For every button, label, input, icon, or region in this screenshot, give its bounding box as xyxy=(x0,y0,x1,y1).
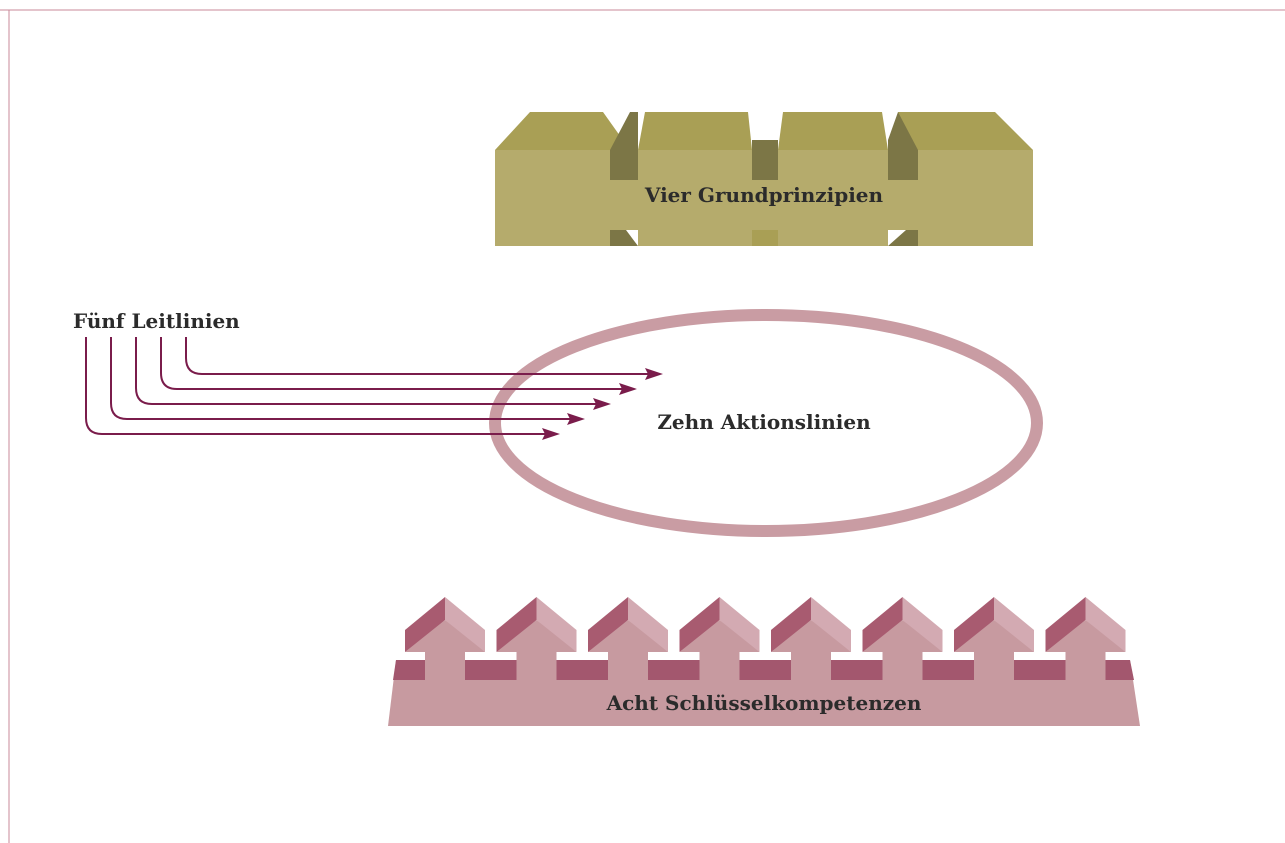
competence-arrows xyxy=(393,597,1134,700)
eight-competences: Acht Schlüsselkompetenzen xyxy=(388,597,1140,726)
arrowhead-5 xyxy=(645,368,663,380)
competence-arrow-4-head-left xyxy=(679,597,720,652)
guideline-arrow-3 xyxy=(135,337,596,405)
arrowhead-1 xyxy=(542,428,560,440)
label-vier-grundprinzipien: Vier Grundprinzipien xyxy=(644,183,884,207)
arrowhead-3 xyxy=(593,398,611,410)
competence-arrow-1-head-left xyxy=(405,597,445,652)
competence-arrow-1-head-front xyxy=(405,620,485,660)
competence-band-5 xyxy=(831,660,883,680)
competence-arrow-1-head-right xyxy=(445,597,485,652)
competence-band-2 xyxy=(556,660,608,680)
competence-band-7 xyxy=(1014,660,1066,680)
competence-arrow-2-head-left xyxy=(496,597,537,652)
guideline-arrow-5 xyxy=(185,337,648,375)
competence-arrow-7-stem xyxy=(974,650,1014,700)
notch-low-3 xyxy=(888,230,918,246)
competence-arrow-5-stem xyxy=(791,650,831,700)
competence-arrow-3-head-front xyxy=(588,620,668,660)
competence-band-6 xyxy=(922,660,974,680)
competence-arrow-8-stem xyxy=(1065,650,1106,700)
block-3-top xyxy=(778,112,888,150)
notch-1 xyxy=(610,112,638,180)
competence-arrow-7-head-left xyxy=(954,597,994,652)
arrowhead-2 xyxy=(567,413,585,425)
block-2-top xyxy=(638,112,752,150)
competence-arrow-2-head-front xyxy=(496,620,577,660)
competence-arrow-7-head-front xyxy=(954,620,1034,660)
blocks-front xyxy=(495,150,1033,246)
competence-arrow-6-stem xyxy=(882,650,923,700)
label-fuenf-leitlinien: Fünf Leitlinien xyxy=(73,309,240,333)
competence-arrow-4-head-front xyxy=(679,620,760,660)
notch-3 xyxy=(888,112,918,180)
competence-band-3 xyxy=(648,660,700,680)
competence-arrow-5-head-front xyxy=(771,620,851,660)
competence-arrow-6-head-front xyxy=(862,620,943,660)
competence-arrow-7-head-right xyxy=(994,597,1034,652)
guideline-arrow-1 xyxy=(85,337,545,435)
competence-arrow-5-head-right xyxy=(811,597,851,652)
action-lines-ring xyxy=(489,309,1043,537)
competence-arrow-2-head-right xyxy=(536,597,577,652)
competence-arrow-8-head-left xyxy=(1045,597,1086,652)
label-acht-schluesselkompetenzen: Acht Schlüsselkompetenzen xyxy=(606,691,922,715)
notch-2 xyxy=(752,140,778,180)
competence-arrow-6-head-right xyxy=(902,597,943,652)
notch-low-2 xyxy=(752,230,778,246)
notch-low-1 xyxy=(610,230,638,246)
competence-arrow-8-head-right xyxy=(1085,597,1126,652)
competence-arrow-3-head-right xyxy=(628,597,668,652)
label-zehn-aktionslinien: Zehn Aktionslinien xyxy=(657,410,871,434)
competence-arrow-6-head-left xyxy=(862,597,903,652)
four-blocks: Vier Grundprinzipien xyxy=(495,112,1033,246)
guideline-arrow-4 xyxy=(160,337,622,390)
block-4-top xyxy=(898,112,1033,150)
competence-arrow-1-stem xyxy=(425,650,465,700)
guideline-arrowheads xyxy=(542,368,663,440)
block-1-top xyxy=(495,112,630,150)
competence-arrow-2-stem xyxy=(516,650,557,700)
guideline-arrow-2 xyxy=(110,337,570,420)
frame xyxy=(0,9,1285,843)
competence-band-4 xyxy=(739,660,791,680)
guideline-arrows xyxy=(85,337,648,435)
competence-arrow-3-stem xyxy=(608,650,648,700)
competence-arrow-3-head-left xyxy=(588,597,628,652)
competence-band-0 xyxy=(393,660,425,680)
competence-band-8 xyxy=(1105,660,1134,680)
competence-arrow-4-head-right xyxy=(719,597,760,652)
competence-arrow-8-head-front xyxy=(1045,620,1126,660)
arrowhead-4 xyxy=(619,383,637,395)
competence-band-1 xyxy=(465,660,517,680)
competence-arrow-4-stem xyxy=(699,650,740,700)
competence-arrow-5-head-left xyxy=(771,597,811,652)
